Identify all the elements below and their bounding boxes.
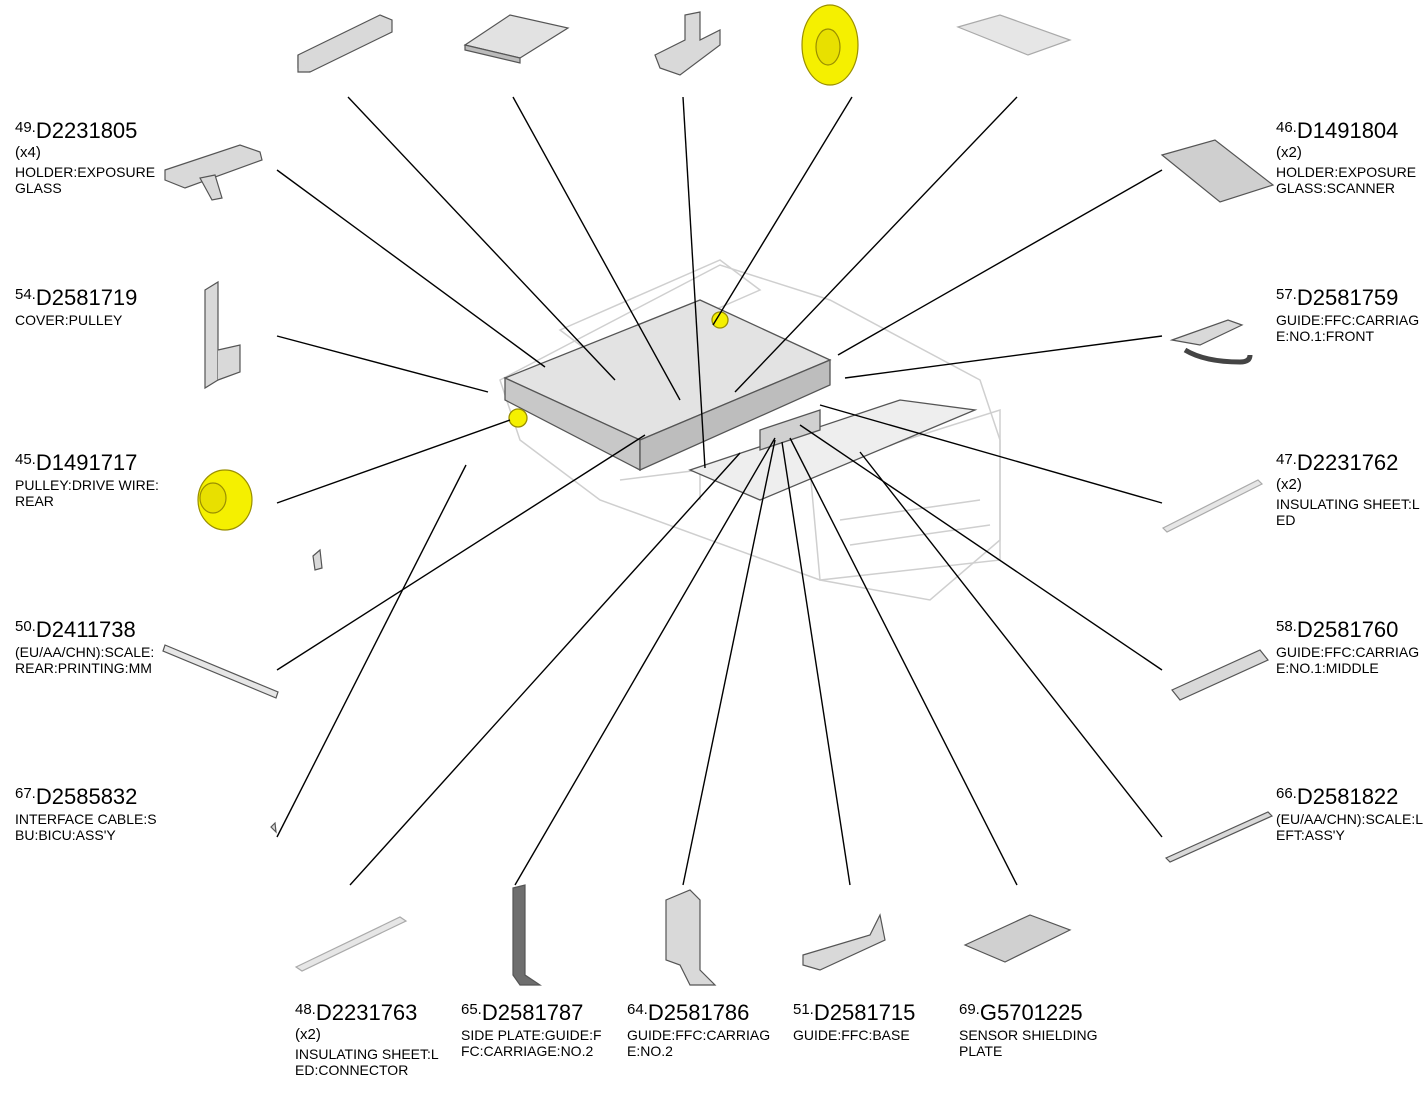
part-top-plate xyxy=(463,14,570,64)
part-sheet-48 xyxy=(294,916,408,972)
part-illustrations xyxy=(162,4,1275,986)
part-guide-64 xyxy=(665,889,717,986)
part-top-sheet xyxy=(956,14,1072,56)
part-guide-57 xyxy=(1169,319,1253,365)
part-shield-69 xyxy=(963,914,1072,963)
part-scale-66 xyxy=(1164,811,1274,863)
part-label-49: 49.D2231805 (x4) HOLDER:EXPOSURE GLASS xyxy=(15,118,156,196)
leader-lines xyxy=(276,96,1163,886)
part-side-plate-65 xyxy=(512,884,542,986)
part-holder-46 xyxy=(1160,139,1275,203)
part-label-64: 64.D2581786 GUIDE:FFC:CARRIAGE:NO.2 xyxy=(627,1000,771,1060)
part-cover-54 xyxy=(204,280,241,390)
part-top-bracket xyxy=(297,14,393,73)
part-label-51: 51.D2581715 GUIDE:FFC:BASE xyxy=(793,1000,916,1044)
part-cable-67 xyxy=(270,821,277,834)
part-label-54: 54.D2581719 COVER:PULLEY xyxy=(15,285,138,329)
part-label-69: 69.G5701225 SENSOR SHIELDING PLATE xyxy=(959,1000,1098,1060)
part-sheet-47 xyxy=(1161,479,1264,533)
part-pulley-45 xyxy=(197,469,253,531)
part-label-67: 67.D2585832 INTERFACE CABLE:SBU:BICU:ASS… xyxy=(15,784,157,844)
part-label-66: 66.D2581822 (EU/AA/CHN):SCALE:LEFT:ASS'Y xyxy=(1276,784,1424,844)
part-label-47: 47.D2231762 (x2) INSULATING SHEET:LED xyxy=(1276,450,1420,528)
part-scale-50 xyxy=(162,644,279,699)
center-assembly xyxy=(503,299,978,501)
part-top-pulley xyxy=(801,4,859,86)
part-small-clip xyxy=(312,548,323,571)
part-label-65: 65.D2581787 SIDE PLATE:GUIDE:FFC:CARRIAG… xyxy=(461,1000,602,1060)
part-label-46: 46.D1491804 (x2) HOLDER:EXPOSURE GLASS:S… xyxy=(1276,118,1417,196)
part-label-50: 50.D2411738 (EU/AA/CHN):SCALE:REAR:PRINT… xyxy=(15,617,155,677)
part-top-bracket-small xyxy=(654,11,721,76)
part-label-58: 58.D2581760 GUIDE:FFC:CARRIAGE:NO.1:MIDD… xyxy=(1276,617,1420,677)
part-guide-51 xyxy=(802,913,886,971)
part-holder-49 xyxy=(164,144,263,201)
part-guide-58 xyxy=(1171,649,1269,701)
part-label-57: 57.D2581759 GUIDE:FFC:CARRIAGE:NO.1:FRON… xyxy=(1276,285,1420,345)
part-label-45: 45.D1491717 PULLEY:DRIVE WIRE:REAR xyxy=(15,450,159,510)
part-label-48: 48.D2231763 (x2) INSULATING SHEET:LED:CO… xyxy=(295,1000,439,1078)
